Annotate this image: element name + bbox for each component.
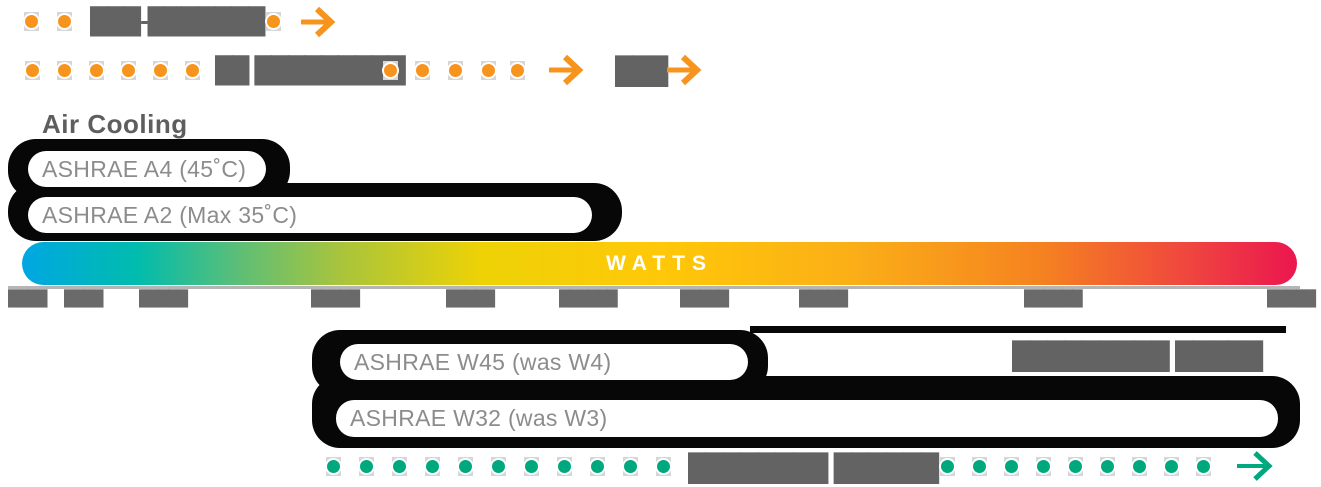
- right-arrow-icon: [667, 54, 702, 86]
- right-arrow-icon: [301, 6, 336, 38]
- axis-line: [8, 286, 1300, 289]
- roadmap-line-2-suffix-label: ███: [615, 55, 668, 85]
- orange-dot-icon: [266, 12, 281, 31]
- right-arrow-icon: [549, 54, 584, 86]
- teal-dot-icon: [656, 457, 671, 476]
- teal-dot-icon: [359, 457, 374, 476]
- teal-dot-icon: [425, 457, 440, 476]
- axis-tick-label: █████: [799, 290, 848, 307]
- axis-tick-label: ██████: [1024, 290, 1083, 307]
- orange-dot-icon: [383, 61, 398, 80]
- ashrae-w32-pill: ASHRAE W32 (was W3): [336, 400, 1278, 437]
- bottom-line-label: ████████ ██████: [688, 452, 939, 482]
- axis-tick-label: █████: [446, 290, 495, 307]
- axis-tick-label: ████: [8, 290, 48, 307]
- orange-dot-icon: [121, 61, 136, 80]
- ashrae-w32-label: ASHRAE W32 (was W3): [350, 405, 608, 431]
- orange-dot-icon: [57, 61, 72, 80]
- teal-dot-icon: [940, 457, 955, 476]
- roadmap-line-2-label: ██ █████████: [215, 56, 406, 84]
- axis-tick-label: █████: [139, 290, 188, 307]
- teal-dot-icon: [326, 457, 341, 476]
- teal-dot-icon: [972, 457, 987, 476]
- teal-dot-icon: [1164, 457, 1179, 476]
- orange-dot-icon: [153, 61, 168, 80]
- teal-dot-icon: [1004, 457, 1019, 476]
- ashrae-w45-label: ASHRAE W45 (was W4): [354, 348, 612, 375]
- teal-dot-icon: [1100, 457, 1115, 476]
- ashrae-a2-label: ASHRAE A2 (Max 35˚C): [42, 201, 298, 228]
- air-cooling-title: Air Cooling: [42, 109, 188, 139]
- axis-tick-label: ████: [64, 290, 104, 307]
- teal-dot-icon: [392, 457, 407, 476]
- axis-tick-label: █████: [680, 290, 729, 307]
- orange-dot-icon: [510, 61, 525, 80]
- orange-dot-icon: [57, 12, 72, 31]
- orange-dot-icon: [481, 61, 496, 80]
- teal-dot-icon: [458, 457, 473, 476]
- watts-label: WATTS: [606, 251, 713, 275]
- ashrae-a4-pill: ASHRAE A4 (45˚C): [28, 151, 266, 187]
- orange-dot-icon: [89, 61, 104, 80]
- ashrae-a4-label: ASHRAE A4 (45˚C): [42, 155, 247, 182]
- watts-gradient-bar: WATTS: [22, 242, 1297, 285]
- orange-dot-icon: [185, 61, 200, 80]
- roadmap-line-1-label: ███-███████: [90, 7, 265, 35]
- liquid-cooling-outline: [750, 326, 1286, 333]
- teal-dot-icon: [524, 457, 539, 476]
- teal-dot-icon: [1132, 457, 1147, 476]
- teal-dot-icon: [1068, 457, 1083, 476]
- ashrae-a2-pill: ASHRAE A2 (Max 35˚C): [28, 197, 592, 233]
- teal-dot-icon: [491, 457, 506, 476]
- axis-tick-label: ██████: [559, 290, 618, 307]
- ashrae-w45-pill: ASHRAE W45 (was W4): [340, 344, 748, 380]
- orange-dot-icon: [25, 61, 40, 80]
- axis-tick-label: █████: [311, 290, 360, 307]
- teal-dot-icon: [1196, 457, 1211, 476]
- axis-tick-label: █████: [1267, 290, 1316, 307]
- right-arrow-icon: [1237, 451, 1273, 481]
- orange-dot-icon: [448, 61, 463, 80]
- teal-dot-icon: [623, 457, 638, 476]
- teal-dot-icon: [590, 457, 605, 476]
- liquid-cooling-side-label: █████████ █████: [1012, 340, 1263, 370]
- orange-dot-icon: [415, 61, 430, 80]
- orange-dot-icon: [24, 12, 39, 31]
- teal-dot-icon: [557, 457, 572, 476]
- teal-dot-icon: [1036, 457, 1051, 476]
